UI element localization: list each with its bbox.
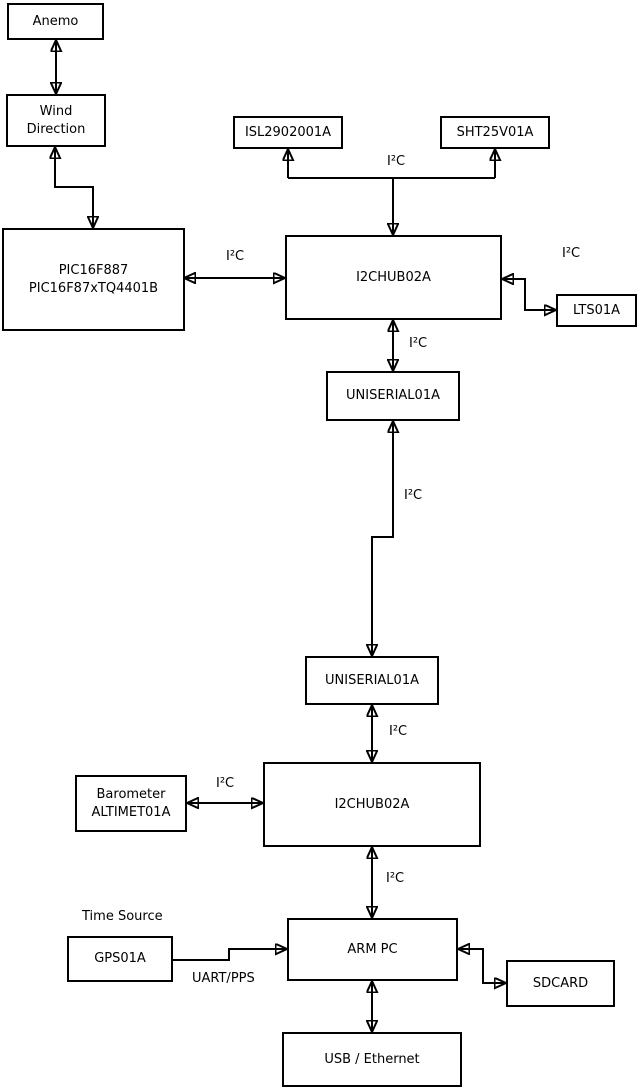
node-barometer-label-line2: ALTIMET01A (91, 804, 171, 820)
node-isl2902001a: ISL2902001A (233, 116, 343, 149)
node-anemo-label: Anemo (32, 13, 79, 29)
connector-hub1-lts (502, 279, 556, 310)
node-uniserial01a-2: UNISERIAL01A (305, 656, 439, 705)
node-pic16f887: PIC16F887 PIC16F87xTQ4401B (2, 228, 185, 331)
edge-label-i2c-hub1-lts: I²C (562, 246, 581, 261)
node-usb-ethernet: USB / Ethernet (282, 1032, 462, 1087)
node-arm-pc-label: ARM PC (347, 941, 398, 957)
node-wind-direction-label-line2: Direction (26, 121, 86, 137)
node-pic16f887-label-line1: PIC16F887 (58, 262, 129, 278)
node-lts01a-label: LTS01A (572, 302, 621, 318)
edge-label-i2c-hub1-sensors: I²C (387, 154, 406, 169)
node-i2chub02a-2: I2CHUB02A (263, 762, 481, 847)
node-barometer-altimet01a: Barometer ALTIMET01A (75, 775, 187, 832)
connector-wind-direction-pic (55, 147, 93, 228)
node-anemo: Anemo (7, 3, 104, 40)
node-i2chub02a-2-label: I2CHUB02A (334, 796, 410, 812)
node-uniserial01a-1-label: UNISERIAL01A (346, 388, 440, 403)
node-sdcard: SDCARD (506, 960, 615, 1007)
node-sht25v01a: SHT25V01A (440, 116, 550, 149)
node-gps01a: GPS01A (67, 936, 173, 982)
node-uniserial01a-2-label: UNISERIAL01A (325, 672, 419, 688)
node-isl2902001a-label: ISL2902001A (244, 124, 332, 140)
node-wind-direction-label-line1: Wind (39, 103, 73, 119)
node-pic16f887-label-line2: PIC16F87xTQ4401B (28, 280, 159, 296)
node-sdcard-label: SDCARD (532, 975, 589, 991)
edge-label-i2c-hub1-uniserial1: I²C (409, 336, 428, 351)
connector-gps-armpc (173, 949, 287, 961)
connector-armpc-sdcard (458, 949, 506, 983)
edge-label-i2c-barometer-hub2: I²C (216, 776, 235, 791)
node-uniserial01a-1: UNISERIAL01A (326, 371, 460, 421)
edge-label-i2c-uniserial2-hub2: I²C (389, 724, 408, 739)
node-wind-direction: Wind Direction (6, 94, 106, 147)
connector-uniserial1-uniserial2 (372, 421, 393, 656)
node-i2chub02a-1: I2CHUB02A (285, 235, 502, 320)
edge-label-uart-pps: UART/PPS (192, 971, 255, 986)
node-lts01a: LTS01A (556, 294, 637, 327)
node-barometer-label-line1: Barometer (96, 786, 166, 802)
node-i2chub02a-1-label: I2CHUB02A (356, 269, 431, 285)
edge-label-i2c-uniserial-link: I²C (404, 488, 423, 503)
edge-label-time-source: Time Source (82, 909, 163, 924)
edge-label-i2c-pic-hub1: I²C (226, 249, 245, 264)
edge-label-i2c-hub2-armpc: I²C (386, 871, 405, 886)
node-usb-ethernet-label: USB / Ethernet (324, 1051, 420, 1067)
node-sht25v01a-label: SHT25V01A (456, 124, 534, 140)
node-gps01a-label: GPS01A (94, 951, 146, 966)
node-arm-pc: ARM PC (287, 918, 458, 981)
